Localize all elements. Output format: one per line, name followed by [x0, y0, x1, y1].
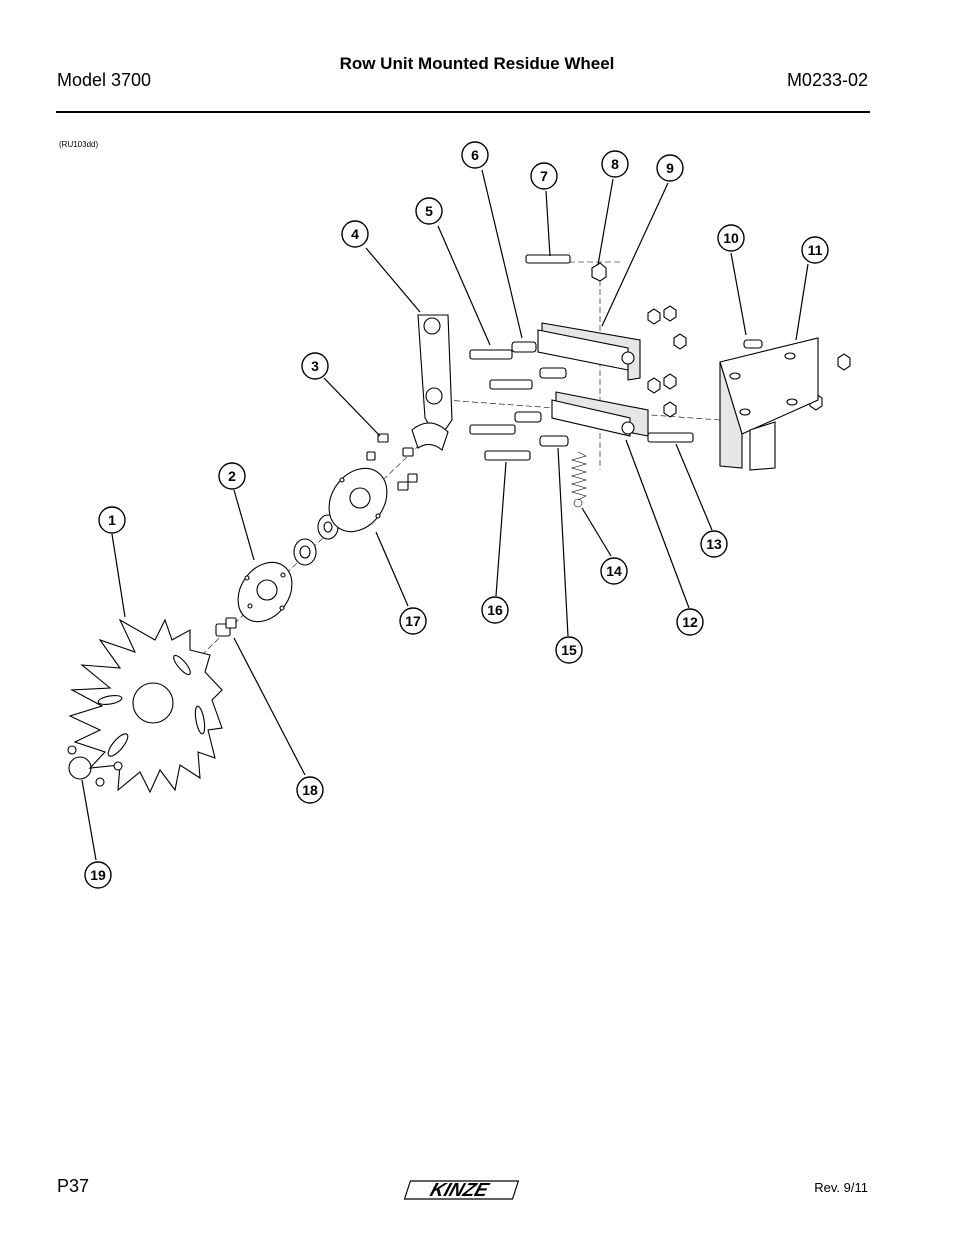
model-label: Model 3700: [57, 70, 152, 90]
kinze-logo: KINZE: [403, 1179, 520, 1201]
callout-11: 11: [801, 236, 829, 264]
callout-3-label: 3: [311, 358, 319, 374]
part-bushings: [511, 341, 569, 447]
callout-17-label: 17: [405, 613, 421, 629]
callout-16-label: 16: [487, 602, 503, 618]
callout-15: 15: [555, 636, 583, 664]
callout-4: 4: [341, 220, 369, 248]
callout-16: 16: [481, 596, 509, 624]
header-divider: [56, 111, 870, 113]
callout-9-label: 9: [666, 160, 674, 176]
document-number: M0233-02: [786, 70, 868, 90]
callout-18: 18: [296, 776, 324, 804]
part-long-bolts: [469, 349, 694, 461]
callout-6: 6: [461, 141, 489, 169]
part-top-bolt: [525, 254, 607, 282]
callout-10: 10: [717, 224, 745, 252]
drawing-code: (RU103dd): [59, 140, 99, 149]
part-residue-wheel: [67, 618, 223, 794]
callout-11-label: 11: [808, 242, 823, 258]
callout-2-label: 2: [228, 468, 236, 484]
part-spring: [570, 451, 588, 508]
part-spindle-plate: [328, 467, 388, 533]
callout-6-label: 6: [471, 147, 479, 163]
callout-4-label: 4: [351, 226, 359, 242]
revision-label: Rev. 9/11: [814, 1180, 868, 1195]
part-upper-link: [537, 322, 641, 381]
callout-1: 1: [98, 506, 126, 534]
part-carriage-bolt: [743, 339, 763, 349]
callout-15-label: 15: [561, 642, 577, 658]
callout-8: 8: [601, 150, 629, 178]
callout-19: 19: [84, 861, 112, 889]
callout-10-label: 10: [723, 230, 739, 246]
callout-9: 9: [656, 154, 684, 182]
callout-5-label: 5: [425, 203, 433, 219]
part-wheel-bolt: [215, 617, 237, 637]
callout-13: 13: [700, 530, 728, 558]
part-lower-link: [551, 391, 649, 437]
callout-18-label: 18: [302, 782, 318, 798]
part-mounting-bracket: [719, 337, 819, 471]
callout-7-label: 7: [540, 168, 548, 184]
callout-8-label: 8: [611, 156, 619, 172]
callout-13-label: 13: [706, 536, 722, 552]
part-nuts: [647, 305, 851, 418]
logo-text: KINZE: [427, 1179, 492, 1200]
leader-lines: [81, 169, 809, 861]
part-hub-cap: [68, 756, 92, 780]
callout-14-label: 14: [606, 563, 622, 579]
callout-17: 17: [399, 607, 427, 635]
part-hub: [237, 561, 293, 623]
callout-2: 2: [218, 462, 246, 490]
callout-14: 14: [600, 557, 628, 585]
callout-1-label: 1: [108, 512, 116, 528]
page-number: P37: [57, 1176, 90, 1196]
callout-3: 3: [301, 352, 329, 380]
part-spindle-bolts: [366, 433, 418, 491]
callout-19-label: 19: [90, 867, 106, 883]
callout-12: 12: [676, 608, 704, 636]
callout-12-label: 12: [682, 614, 698, 630]
callout-7: 7: [530, 162, 558, 190]
callout-5: 5: [415, 197, 443, 225]
page-title: Row Unit Mounted Residue Wheel: [339, 54, 615, 73]
part-arm: [411, 314, 453, 451]
part-bearings: [293, 514, 339, 566]
